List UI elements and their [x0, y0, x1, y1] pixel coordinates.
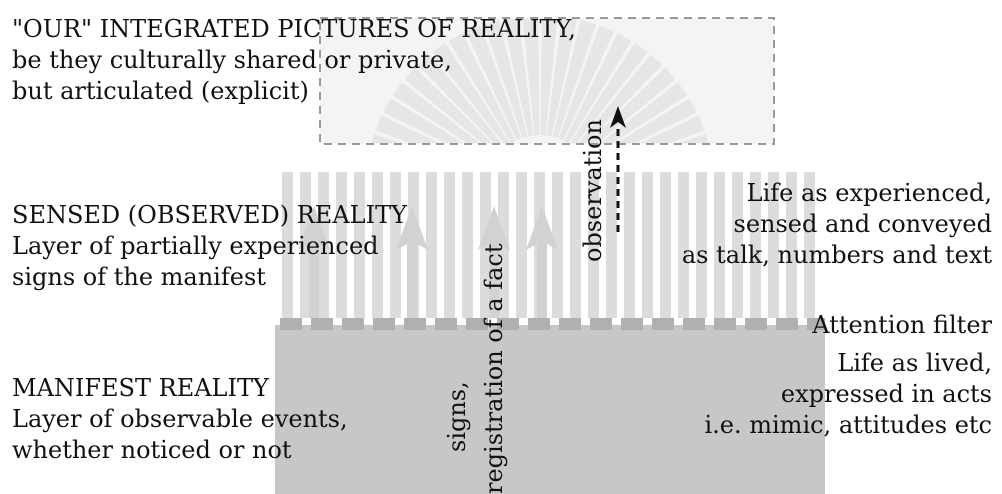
sensed-stripe [642, 172, 653, 318]
sensed-stripe [516, 172, 527, 318]
experienced-line-1: Life as experienced, [746, 179, 992, 207]
sensed-stripe [714, 172, 725, 318]
sunburst-ray [502, 19, 534, 137]
lived-line-1: Life as lived, [837, 349, 992, 377]
manifest-reality-block [275, 325, 825, 494]
sunburst-ray [432, 42, 510, 143]
sunburst-ray [616, 98, 697, 143]
sunburst-ray [404, 67, 492, 143]
sensed-stripe [606, 172, 617, 318]
sensed-stripe [444, 172, 455, 318]
registration-arrow-label: registration of a fact [480, 243, 508, 494]
sunburst-ray [679, 134, 709, 143]
sunburst-ray [588, 67, 676, 143]
attention-filter-label: Attention filter [812, 310, 992, 341]
integrated-pictures-box [319, 17, 775, 145]
life-experienced-label: Life as experienced, sensed and conveyed… [682, 178, 992, 271]
manifest-line-3: whether noticed or not [12, 436, 292, 464]
pictures-line-2: be they culturally shared or private, [12, 46, 452, 74]
sunburst-ray [640, 115, 705, 143]
sunburst-ray [484, 19, 528, 138]
upward-arrow [526, 206, 558, 318]
sensed-stripe [336, 172, 347, 318]
manifest-line-2: Layer of observable events, [12, 405, 348, 433]
sensed-stripe [732, 172, 743, 318]
attention-filter-text: Attention filter [812, 311, 992, 339]
sensed-stripe [588, 172, 599, 318]
sensed-stripe [462, 172, 473, 318]
sensed-stripe [426, 172, 437, 318]
experienced-line-2: sensed and conveyed [733, 210, 992, 238]
sunburst-ray [578, 54, 663, 143]
lived-line-2: expressed in acts [780, 380, 992, 408]
sensed-stripe [390, 172, 401, 318]
sunburst-ray [552, 19, 596, 138]
integrated-pictures-label: "OUR" INTEGRATED PICTURES OF REALITY, be… [12, 14, 576, 107]
pictures-line-3: but articulated (explicit) [12, 77, 309, 105]
observation-arrowhead [610, 106, 626, 128]
sensed-stripe [624, 172, 635, 318]
sensed-line-2: Layer of partially experienced [12, 232, 379, 260]
upward-arrow [478, 206, 510, 318]
sensed-stripe [696, 172, 707, 318]
observation-arrow-label: observation [579, 119, 607, 262]
sensed-stripe [804, 172, 815, 318]
sensed-stripe [552, 172, 563, 318]
manifest-line-1: MANIFEST REALITY [12, 374, 269, 402]
sunburst-ray [546, 19, 578, 137]
sensed-line-3: signs of the manifest [12, 263, 266, 291]
sensed-stripe [786, 172, 797, 318]
sensed-stripe [750, 172, 761, 318]
manifest-reality-label: MANIFEST REALITY Layer of observable eve… [12, 373, 348, 466]
upward-arrow [396, 206, 428, 318]
lived-line-3: i.e. mimic, attitudes etc [704, 411, 992, 439]
sunburst-ray [392, 82, 480, 143]
sunburst-ray [600, 82, 688, 143]
sensed-stripe [660, 172, 671, 318]
sensed-line-1: SENSED (OBSERVED) REALITY [12, 201, 407, 229]
sunburst-ray [371, 134, 401, 143]
upward-sign-arrows [298, 206, 558, 318]
sensed-stripe [354, 172, 365, 318]
sunburst-ray [375, 115, 440, 143]
sensed-reality-label: SENSED (OBSERVED) REALITY Layer of parti… [12, 200, 407, 293]
sunburst-ray [558, 25, 615, 141]
sunburst-ray [448, 33, 516, 143]
sunburst-ray [540, 19, 558, 136]
sensed-stripe [282, 172, 293, 318]
sunburst-ray [465, 25, 522, 141]
signs-arrow-label: signs, [443, 381, 471, 452]
sunburst-ray [564, 33, 632, 143]
experienced-line-3: as talk, numbers and text [681, 241, 992, 269]
sensed-stripe [768, 172, 779, 318]
sensed-stripe [372, 172, 383, 318]
sunburst-ray [417, 54, 502, 143]
sunburst-ray [522, 19, 540, 136]
life-lived-label: Life as lived, expressed in acts i.e. mi… [704, 348, 992, 441]
sunburst-ray [383, 98, 464, 143]
sensed-stripe [678, 172, 689, 318]
pictures-line-1: "OUR" INTEGRATED PICTURES OF REALITY, [12, 15, 576, 43]
sensed-stripe [570, 172, 581, 318]
upward-arrow [298, 206, 330, 318]
sunburst-ray [570, 42, 648, 143]
sunburst-picture [371, 19, 709, 143]
